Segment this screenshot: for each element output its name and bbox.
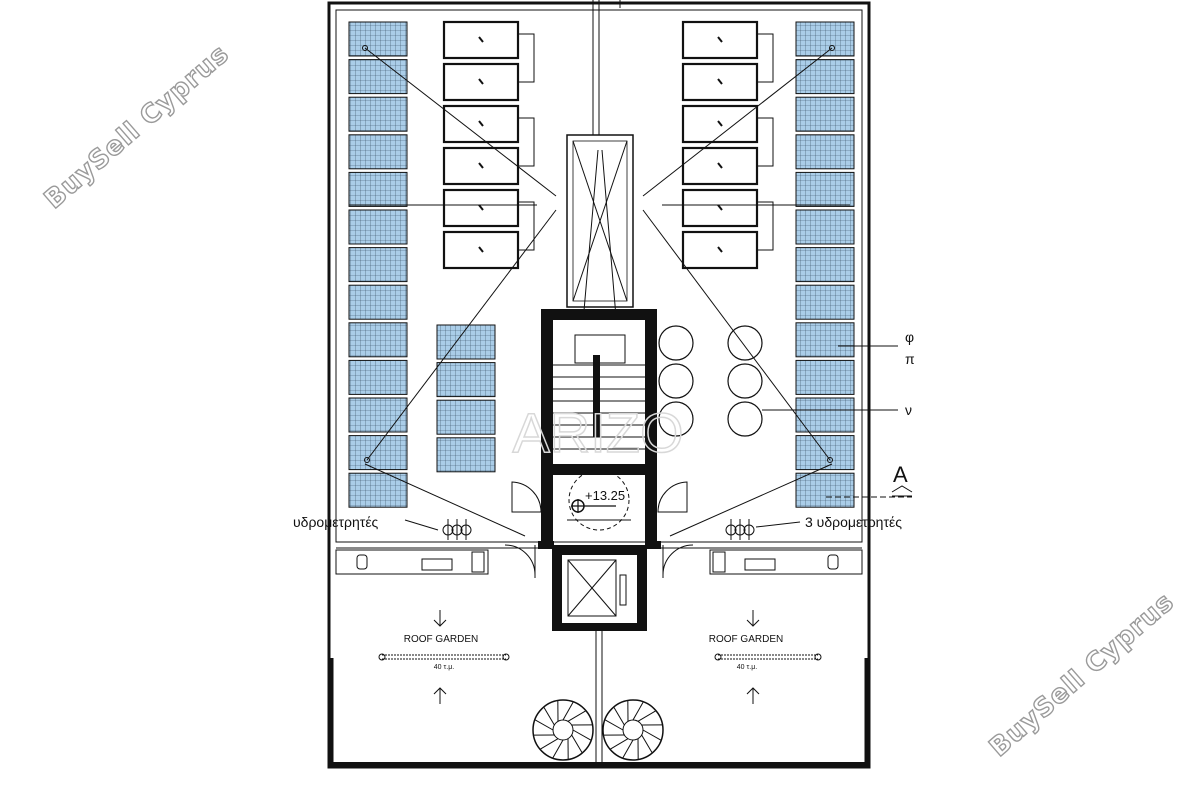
elevation-label: +13.25	[585, 488, 625, 503]
roof-garden-label-left: ROOF GARDEN	[404, 634, 478, 645]
roof-garden-markers	[378, 610, 822, 704]
solar-panel	[795, 322, 855, 358]
unit-mark	[717, 36, 723, 43]
water-tank	[658, 325, 694, 361]
solar-panel	[348, 435, 408, 471]
spiral-tread	[571, 734, 583, 754]
solar-panel	[795, 397, 855, 433]
solar-panel	[348, 359, 408, 395]
rooftop-units-right	[681, 20, 774, 270]
water-meters-label-right: 3 υδρομετρητές	[805, 514, 902, 530]
unit-mark	[717, 204, 723, 211]
rooftop-unit	[442, 230, 520, 270]
spiral-tread	[552, 739, 564, 759]
unit-bracket	[757, 33, 774, 83]
rooftop-unit	[681, 20, 759, 60]
water-tank	[658, 363, 694, 399]
water-tank	[727, 401, 763, 437]
spiral-tread	[609, 738, 629, 750]
roof-diagonal-lines	[349, 45, 850, 537]
unit-mark	[478, 36, 484, 43]
solar-panel-column-left	[348, 21, 408, 508]
solar-panel	[348, 171, 408, 207]
solar-panel	[795, 209, 855, 245]
spiral-tread	[567, 710, 587, 722]
solar-panel	[795, 284, 855, 320]
solar-panel	[348, 472, 408, 508]
spiral-tread	[622, 739, 634, 759]
unit-mark	[717, 78, 723, 85]
spiral-tread	[613, 706, 625, 726]
solar-panel	[795, 359, 855, 395]
solar-panel	[348, 397, 408, 433]
water-meters	[404, 519, 801, 540]
unit-mark	[478, 120, 484, 127]
solar-panel-column-right	[795, 21, 855, 508]
solar-panel	[348, 21, 408, 57]
doors	[504, 481, 694, 578]
solar-panel	[795, 21, 855, 57]
terrace-parapets	[335, 541, 863, 575]
spiral-tread	[572, 729, 592, 741]
unit-mark	[478, 246, 484, 253]
cut-label-pi: π	[905, 351, 915, 367]
unit-mark	[478, 204, 484, 211]
spiral-tread	[539, 738, 559, 750]
stair-core	[541, 309, 657, 547]
spiral-tread	[637, 710, 657, 722]
center-watermark: ARIZO	[512, 401, 683, 464]
spiral-tread	[642, 729, 662, 741]
rooftop-units-left	[442, 20, 535, 270]
solar-panel	[436, 399, 496, 435]
unit-mark	[717, 162, 723, 169]
unit-bracket	[518, 33, 535, 83]
solar-panel	[795, 59, 855, 95]
solar-panel-column-middle	[436, 324, 496, 473]
spiral-tread	[534, 719, 554, 731]
spiral-tread	[543, 706, 555, 726]
spiral-staircases	[532, 699, 664, 761]
solar-panel	[348, 209, 408, 245]
cut-label-nu: ν	[905, 402, 912, 418]
unit-mark	[478, 162, 484, 169]
unit-mark	[717, 120, 723, 127]
water-tank	[727, 363, 763, 399]
solar-panel	[348, 96, 408, 132]
water-tank	[658, 401, 694, 437]
spiral-tread	[604, 719, 624, 731]
solar-panel	[795, 134, 855, 170]
spiral-tread	[641, 734, 653, 754]
unit-bracket	[518, 117, 535, 167]
solar-panel	[436, 324, 496, 360]
section-marker: A	[893, 462, 908, 487]
area-label-left: 40 τ.μ.	[434, 664, 454, 671]
unit-mark	[717, 246, 723, 253]
unit-bracket	[757, 117, 774, 167]
solar-panel	[348, 134, 408, 170]
solar-panel	[436, 437, 496, 473]
spiral-tread	[632, 701, 644, 721]
solar-panel	[348, 322, 408, 358]
solar-panel	[348, 59, 408, 95]
roof-garden-label-right: ROOF GARDEN	[709, 634, 783, 645]
solar-panel	[795, 171, 855, 207]
solar-panel	[795, 247, 855, 283]
rooftop-unit	[442, 146, 520, 186]
annotation-leaders	[762, 345, 913, 498]
unit-bracket	[757, 201, 774, 251]
solar-panel	[795, 472, 855, 508]
solar-panel	[795, 96, 855, 132]
water-meters-label-left: υδρομετρητές	[293, 514, 379, 530]
solar-panel	[348, 284, 408, 320]
unit-mark	[478, 78, 484, 85]
cut-label-phi: φ	[905, 329, 914, 345]
solar-panel	[348, 247, 408, 283]
lift-shaft	[538, 541, 661, 765]
area-label-right: 40 τ.μ.	[737, 664, 757, 671]
spiral-tread	[562, 701, 574, 721]
solar-panel	[436, 362, 496, 398]
